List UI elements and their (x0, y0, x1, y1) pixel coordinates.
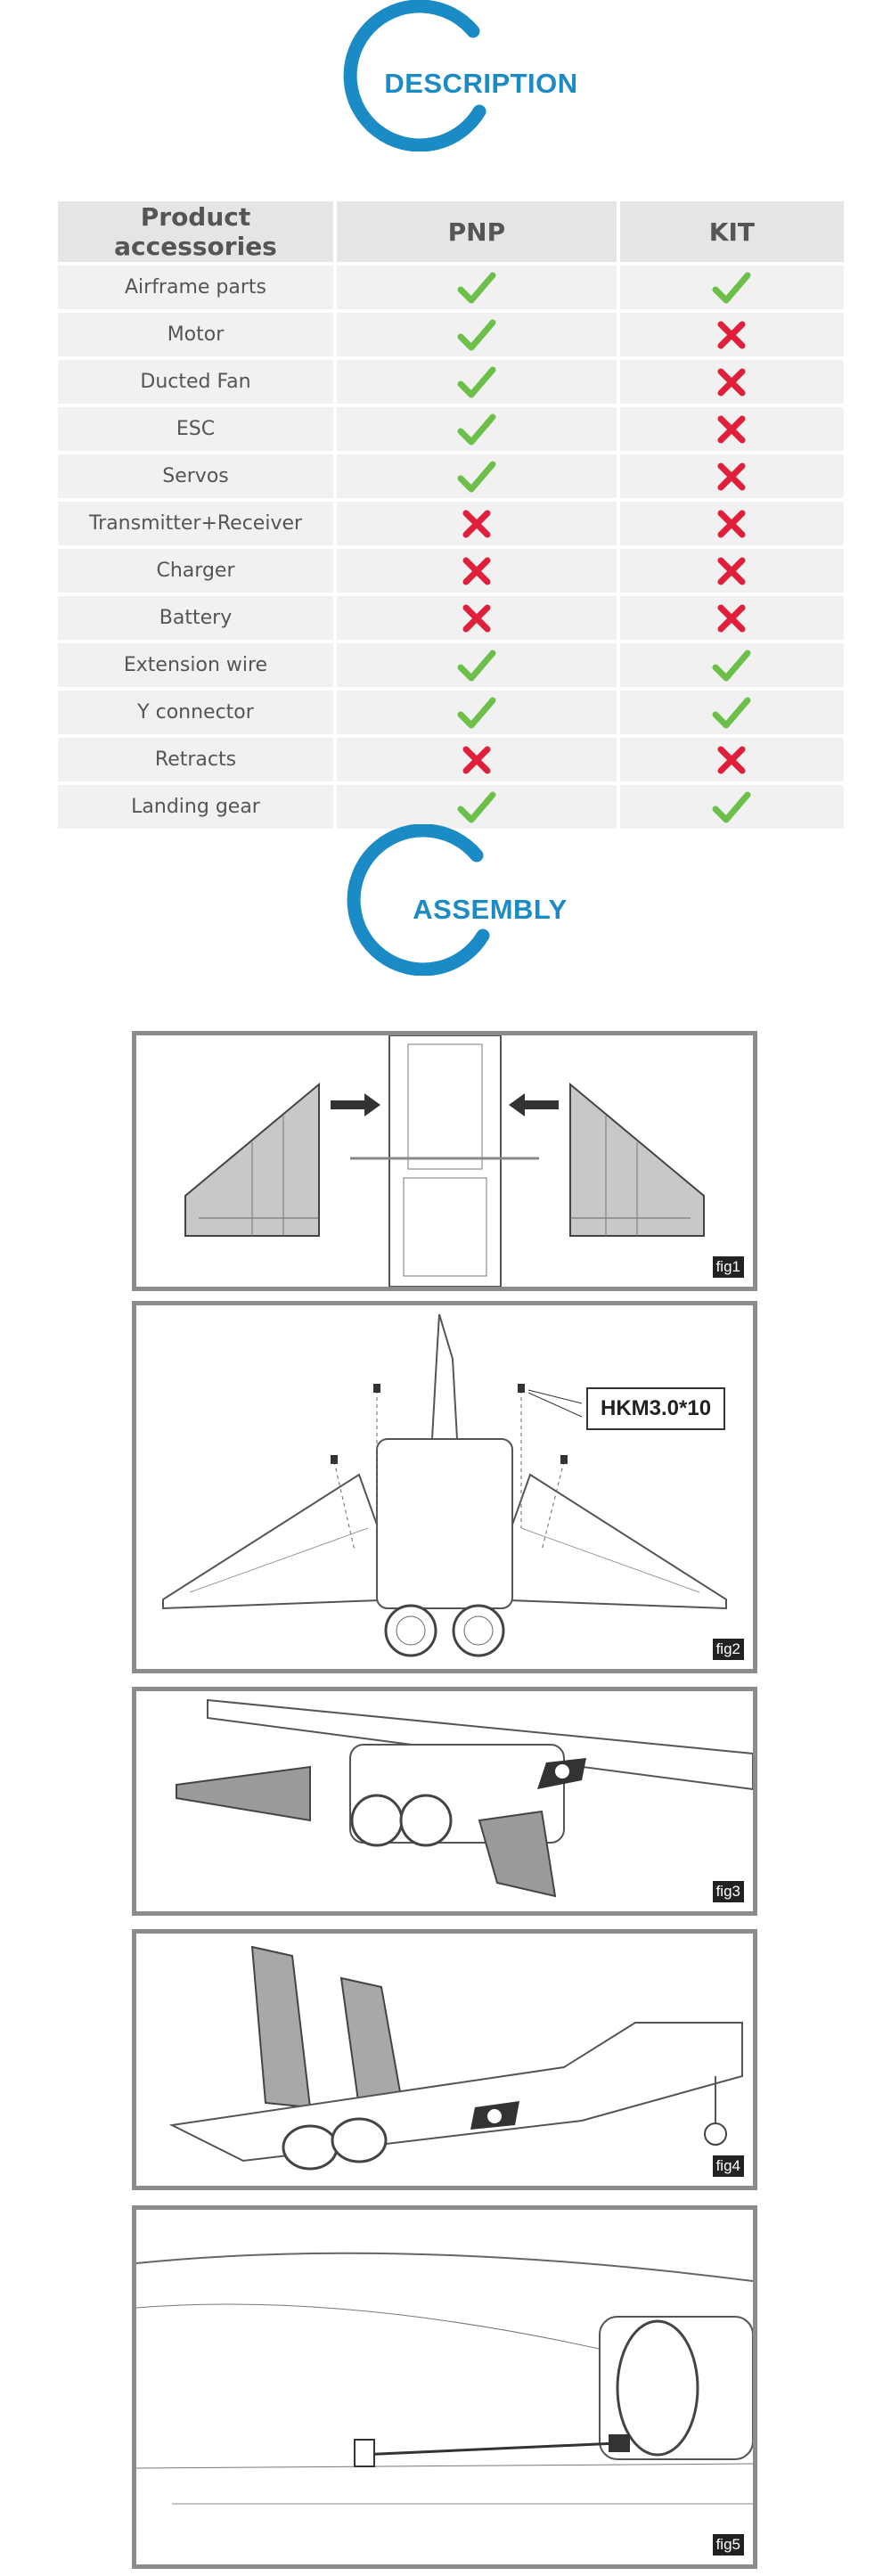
pnp-check-icon (337, 691, 617, 734)
accessory-label: Landing gear (58, 785, 333, 829)
table-row: Y connector (58, 691, 844, 734)
pnp-cross-icon (337, 738, 617, 781)
table-row: Airframe parts (58, 266, 844, 309)
figure-5: fig5 (132, 2205, 757, 2569)
pnp-check-icon (337, 266, 617, 309)
table-row: Charger (58, 549, 844, 593)
kit-cross-icon (619, 313, 844, 356)
pnp-check-icon (337, 785, 617, 829)
pnp-check-icon (337, 454, 617, 498)
accessory-label: Servos (58, 454, 333, 498)
header-kit: KIT (619, 201, 844, 262)
kit-cross-icon (619, 596, 844, 640)
pnp-cross-icon (337, 549, 617, 593)
kit-check-icon (619, 785, 844, 829)
accessory-label: Battery (58, 596, 333, 640)
table-row: Retracts (58, 738, 844, 781)
accessory-label: Transmitter+Receiver (58, 502, 333, 545)
c-logo-icon (347, 824, 490, 976)
accessory-label: ESC (58, 407, 333, 451)
accessory-label: Y connector (58, 691, 333, 734)
header-pnp: PNP (337, 201, 617, 262)
description-header: DESCRIPTION (0, 0, 891, 151)
nozzle-linkage-diagram (136, 2252, 753, 2505)
figure-2: HKM3.0*10 fig2 (132, 1301, 757, 1673)
table-row: Extension wire (58, 643, 844, 687)
kit-check-icon (619, 266, 844, 309)
kit-cross-icon (619, 407, 844, 451)
table-row: Motor (58, 313, 844, 356)
table-row: Ducted Fan (58, 360, 844, 404)
accessory-label: Retracts (58, 738, 333, 781)
table-row: Landing gear (58, 785, 844, 829)
fig3-label: fig3 (712, 1881, 744, 1902)
kit-cross-icon (619, 738, 844, 781)
table-row: Battery (58, 596, 844, 640)
kit-check-icon (619, 691, 844, 734)
table-row: ESC (58, 407, 844, 451)
fig1-label: fig1 (712, 1256, 744, 1278)
table-row: Transmitter+Receiver (58, 502, 844, 545)
accessory-label: Ducted Fan (58, 360, 333, 404)
kit-cross-icon (619, 454, 844, 498)
description-title: DESCRIPTION (384, 68, 578, 99)
figure-3: fig3 (132, 1687, 757, 1916)
pnp-check-icon (337, 360, 617, 404)
fig4-label: fig4 (712, 2155, 744, 2177)
kit-check-icon (619, 643, 844, 687)
assembly-header: ASSEMBLY (0, 824, 891, 976)
fig5-label: fig5 (712, 2534, 744, 2556)
tail-attach-diagram (176, 1698, 753, 1898)
pnp-cross-icon (337, 502, 617, 545)
kit-cross-icon (619, 549, 844, 593)
wing-attach-diagram (184, 1035, 705, 1287)
assembly-title: ASSEMBLY (413, 894, 568, 925)
screw-install-diagram (162, 1313, 727, 1657)
header-product-accessories: Product accessories (58, 201, 333, 262)
fig2-label: fig2 (712, 1639, 744, 1660)
screw-spec-callout: HKM3.0*10 (586, 1387, 726, 1430)
accessories-table: Product accessories PNP KIT Airframe par… (54, 198, 847, 832)
accessory-label: Motor (58, 313, 333, 356)
figure-4: fig4 (132, 1929, 757, 2190)
table-row: Servos (58, 454, 844, 498)
accessory-label: Airframe parts (58, 266, 333, 309)
table-header-row: Product accessories PNP KIT (58, 201, 844, 262)
fin-install-diagram (168, 1945, 743, 2171)
pnp-check-icon (337, 643, 617, 687)
figure-1: fig1 (132, 1031, 757, 1291)
kit-cross-icon (619, 502, 844, 545)
accessory-label: Charger (58, 549, 333, 593)
pnp-check-icon (337, 313, 617, 356)
pnp-cross-icon (337, 596, 617, 640)
c-logo-icon (343, 0, 486, 151)
accessory-label: Extension wire (58, 643, 333, 687)
kit-cross-icon (619, 360, 844, 404)
pnp-check-icon (337, 407, 617, 451)
